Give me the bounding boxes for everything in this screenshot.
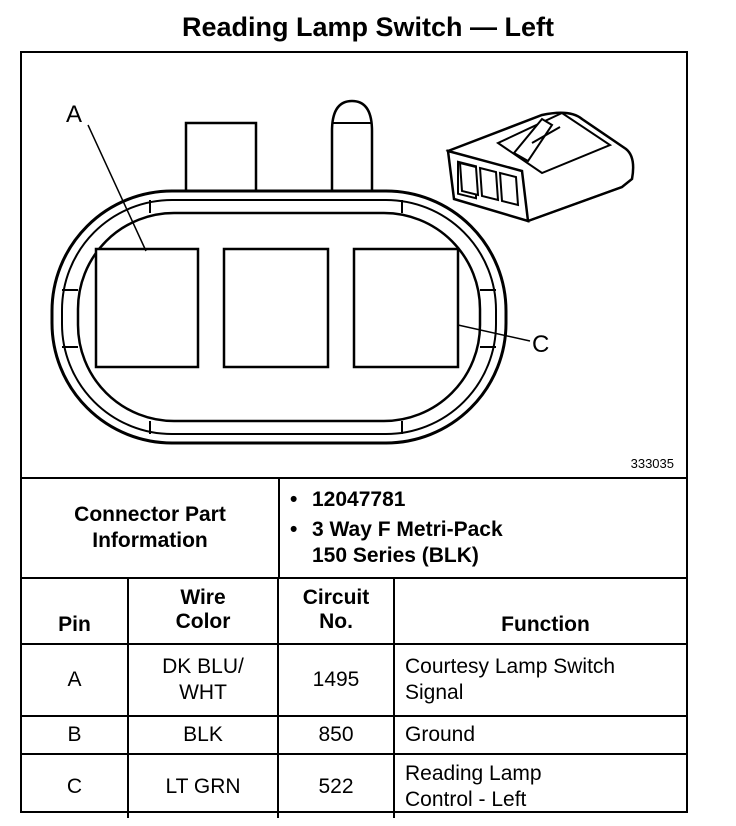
connector-body-mid (61, 199, 497, 435)
table-row: A DK BLU/ WHT 1495 Courtesy Lamp Switch … (22, 643, 686, 717)
cell-pin: B (22, 715, 129, 755)
pin-table: Pin Wire Color Circuit No. Function A DK… (22, 577, 686, 818)
connector-face-drawing (50, 99, 635, 445)
bullet: • (290, 488, 298, 511)
cell-wire-color: BLK (127, 715, 279, 755)
connector-info-items: • 12047781 • 3 Way F Metri-Pack 150 Seri… (290, 487, 503, 569)
connector-info-item: • 3 Way F Metri-Pack 150 Series (BLK) (290, 517, 503, 569)
callout-c-leader (457, 324, 531, 342)
connector-info-label-line1: Connector Part (74, 503, 226, 526)
connector-body-inner (76, 211, 482, 423)
cell-circuit: 522 (277, 753, 395, 818)
cavity-b (222, 247, 330, 369)
cell-pin: A (22, 643, 129, 717)
cavity-c (352, 247, 460, 369)
cell-function: Reading Lamp Control - Left (393, 753, 686, 818)
connector-sheet: A C 333035 Connector Part Information • … (20, 51, 688, 818)
connector-locking-tab (330, 99, 374, 220)
cell-wire-color: LT GRN (127, 753, 279, 818)
figure-number: 333035 (630, 456, 674, 471)
cell-wire-color: DK BLU/ WHT (127, 643, 279, 717)
page-title: Reading Lamp Switch — Left (181, 12, 555, 42)
connector-part-info: Connector Part Information • 12047781 • … (22, 477, 686, 579)
header-pin: Pin (22, 577, 129, 645)
cell-pin: C (22, 753, 129, 818)
connector-info-item: • 12047781 (290, 487, 503, 513)
connector-part-number: 12047781 (312, 488, 406, 511)
cell-function: Ground (393, 715, 686, 755)
header-function: Function (393, 577, 686, 645)
cell-function: Courtesy Lamp Switch Signal (393, 643, 686, 717)
connector-isometric-view (445, 111, 635, 223)
connector-type-line2: 150 Series (BLK) (312, 544, 479, 567)
cell-circuit: 1495 (277, 643, 395, 717)
bullet: • (290, 518, 298, 541)
cell-circuit: 850 (277, 715, 395, 755)
cavity-a (94, 247, 200, 369)
callout-a-label: A (66, 101, 83, 128)
table-row: C LT GRN 522 Reading Lamp Control - Left (22, 753, 686, 818)
header-wire-color: Wire Color (127, 577, 279, 645)
callout-a-leader (87, 124, 147, 252)
table-row: B BLK 850 Ground (22, 715, 686, 755)
connector-figure: A C 333035 (22, 53, 686, 477)
connector-info-label-line2: Information (92, 529, 208, 552)
callout-c-label: C (532, 331, 550, 358)
connector-type-line1: 3 Way F Metri-Pack (312, 518, 503, 541)
connector-info-label: Connector Part Information (22, 479, 280, 577)
pin-table-header: Pin Wire Color Circuit No. Function (22, 577, 686, 645)
header-circuit-no: Circuit No. (277, 577, 395, 645)
